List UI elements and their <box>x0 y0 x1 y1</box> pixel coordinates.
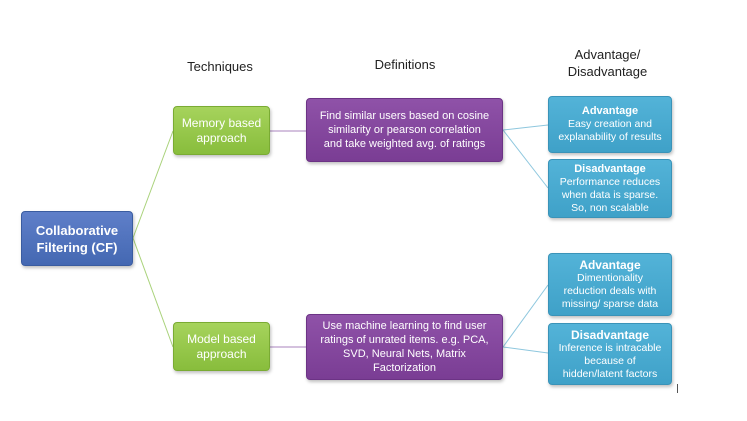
header-advantage-disadvantage: Advantage/ Disadvantage <box>567 47 648 79</box>
connector-root-model <box>132 237 174 348</box>
technique-label: Memory based approach <box>181 115 262 145</box>
header-techniques: Techniques <box>187 59 253 74</box>
definition-node-memory-based: Find similar users based on cosine simil… <box>306 98 503 162</box>
technique-node-memory-based: Memory based approach <box>173 106 270 155</box>
disadvantage-node-memory-based: Disadvantage Performance reduces when da… <box>548 159 672 218</box>
definition-node-model-based: Use machine learning to find user rating… <box>306 314 503 380</box>
advantage-node-model-based: Advantage Dimentionality reduction deals… <box>548 253 672 316</box>
advantage-title: Advantage <box>581 105 639 117</box>
disadvantage-title: Disadvantage <box>574 162 646 175</box>
disadvantage-title: Disadvantage <box>570 327 650 342</box>
advantage-text: Easy creation and explanability of resul… <box>558 118 662 143</box>
technique-label: Model based approach <box>187 331 256 361</box>
definition-text: Use machine learning to find user rating… <box>320 320 489 374</box>
connector-root-memory <box>132 130 174 239</box>
advantage-text: Dimentionality reduction deals with miss… <box>561 272 659 310</box>
definition-text: Find similar users based on cosine simil… <box>319 110 490 150</box>
disadvantage-text: Performance reduces when data is sparse.… <box>559 175 661 214</box>
connector-def1-advantage <box>502 124 549 131</box>
advantage-title: Advantage <box>579 258 641 272</box>
disadvantage-node-model-based: Disadvantage Inference is intracable bec… <box>548 323 672 385</box>
technique-node-model-based: Model based approach <box>173 322 270 371</box>
connector-def2-disadvantage <box>502 346 549 354</box>
connector-def2-advantage <box>502 284 549 348</box>
root-node-collaborative-filtering: Collaborative Filtering (CF) <box>21 211 133 266</box>
root-node-label: Collaborative Filtering (CF) <box>35 222 119 255</box>
header-definitions: Definitions <box>374 57 436 72</box>
advantage-node-memory-based: Advantage Easy creation and explanabilit… <box>548 96 672 153</box>
text-cursor <box>677 384 678 393</box>
disadvantage-text: Inference is intracable because of hidde… <box>558 341 662 380</box>
connector-def1-disadvantage <box>502 129 549 189</box>
